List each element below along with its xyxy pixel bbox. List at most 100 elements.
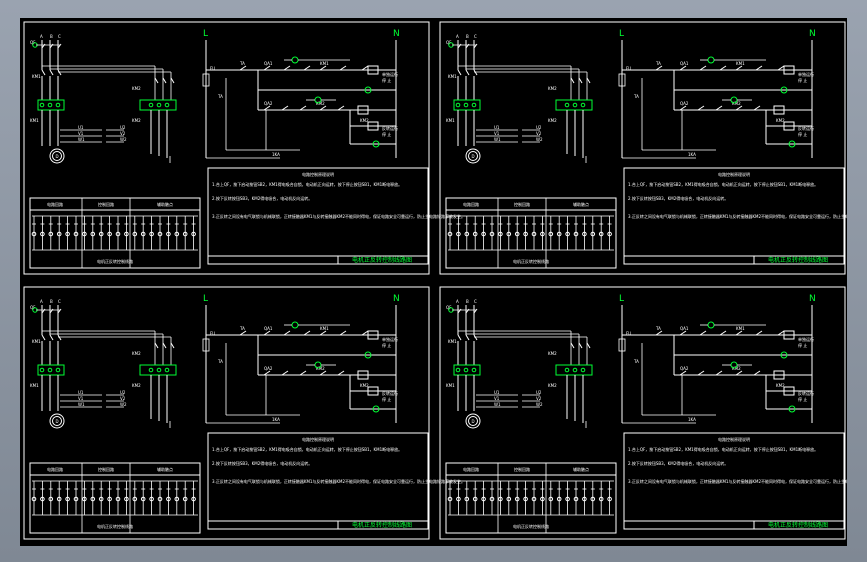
relay-coil [357, 105, 369, 115]
ta-label: TA [655, 61, 661, 66]
legend-terminal [531, 496, 537, 502]
note-2: 2.按下反转按钮SB3，KM2得电吸合，电动机反向运转。 [212, 460, 312, 466]
legend-terminal [607, 231, 612, 237]
indicator-lamp [707, 56, 715, 64]
terminal [47, 102, 53, 108]
phase-a-label: A [40, 299, 43, 304]
contactor-km2-label: KM2 [132, 351, 141, 356]
note-1: 1.合上QF，按下启动按钮SB2，KM1得电吸合自锁，电动机正向运转，按下停止按… [212, 181, 402, 187]
rail-left-label: L [619, 294, 624, 304]
km2-contact-label: KM2 [732, 366, 741, 371]
legend-terminal [98, 231, 104, 237]
km2-coil-label: KM2 [360, 383, 369, 388]
legend-terminal [607, 496, 612, 502]
winding-label: U1 [78, 390, 84, 395]
contactor-contact [170, 77, 175, 84]
legend-terminal [124, 231, 129, 237]
terminal [164, 367, 170, 373]
contact [263, 330, 271, 336]
qa2-label: QA2 [264, 101, 273, 106]
winding-label: U2 [120, 390, 126, 395]
legend-terminal [182, 231, 188, 237]
contact [735, 65, 743, 71]
km1-contact-label: KM1 [320, 61, 329, 66]
breaker-contact [57, 43, 62, 49]
contact [337, 370, 345, 376]
km1-contact-label: KM1 [736, 326, 745, 331]
legend-terminal [556, 496, 562, 502]
fuse-symbol [202, 338, 210, 352]
legend-terminal [98, 496, 104, 502]
legend-terminal [464, 496, 470, 502]
contact [319, 105, 327, 111]
legend-terminal [107, 231, 112, 237]
stop-note: 停 止 [798, 77, 807, 83]
terminal [47, 367, 53, 373]
reverse-note: 反转运行 [382, 125, 398, 131]
phase-a-label: A [40, 34, 43, 39]
winding-label: U1 [494, 125, 500, 130]
ka-label: 1KA [272, 417, 280, 422]
winding-label: V1 [78, 396, 84, 401]
terminal [564, 102, 570, 108]
notes-title: 电路控制原理说明 [718, 171, 750, 177]
contact [319, 370, 327, 376]
note-2: 2.按下反转按钮SB3，KM2得电吸合，电动机反向运转。 [628, 460, 728, 466]
relay-coil [783, 65, 795, 75]
contactor-contact [457, 334, 462, 341]
breaker-contact [457, 43, 462, 49]
contact [735, 105, 743, 111]
contact [719, 330, 727, 336]
legend-terminal [548, 496, 554, 502]
legend-terminal [73, 496, 79, 502]
contactor-km2-label: KM2 [548, 86, 557, 91]
legend-col-1: 电路回路 [463, 466, 479, 472]
legend-terminal [498, 231, 503, 237]
contactor-contact [41, 69, 46, 76]
rail-right-label: N [393, 294, 400, 304]
legend-col-1: 电路回路 [47, 466, 63, 472]
legend-terminal [514, 496, 520, 502]
legend-terminal [166, 231, 171, 237]
title-block: 电机正反转控制线路图 [352, 521, 412, 529]
title-block: 电机正反转控制线路图 [352, 256, 412, 264]
legend-terminal [31, 496, 37, 502]
breaker-label: QF [446, 40, 452, 45]
legend-col-2: 控制回路 [514, 201, 530, 207]
qa1-label: QA1 [680, 61, 689, 66]
notes-frame [623, 167, 845, 265]
motor-label: D [55, 154, 58, 159]
contactor-contact [49, 334, 54, 341]
contactor-contact [162, 77, 167, 84]
legend-terminal [48, 496, 54, 502]
contactor-km1-label: KM1 [32, 74, 41, 79]
terminal-block-km2 [555, 99, 593, 111]
contact [697, 370, 705, 376]
contactor-contact [570, 342, 575, 349]
fuse-label: FU [210, 331, 215, 336]
contactor-contact [49, 69, 54, 76]
legend-terminal [124, 496, 129, 502]
km2-coil-label: KM2 [776, 383, 785, 388]
contact [337, 105, 345, 111]
notes-frame [207, 167, 429, 265]
breaker-contact [57, 308, 62, 314]
breaker-label: QF [30, 40, 36, 45]
terminal-block-km1 [453, 364, 481, 376]
motor-symbol [465, 413, 481, 429]
winding-label: W2 [536, 402, 543, 407]
legend-terminal [590, 231, 596, 237]
terminal-block-km1 [453, 99, 481, 111]
qa2-label: QA2 [680, 366, 689, 371]
phase-b-label: B [466, 299, 469, 304]
breaker-contact [41, 308, 46, 314]
legend-terminal [582, 496, 587, 502]
winding-label: W1 [494, 137, 501, 142]
terminal [164, 102, 170, 108]
contact [339, 330, 347, 336]
legend-terminal [157, 496, 163, 502]
legend-terminal [65, 496, 70, 502]
motor-symbol [49, 148, 65, 164]
